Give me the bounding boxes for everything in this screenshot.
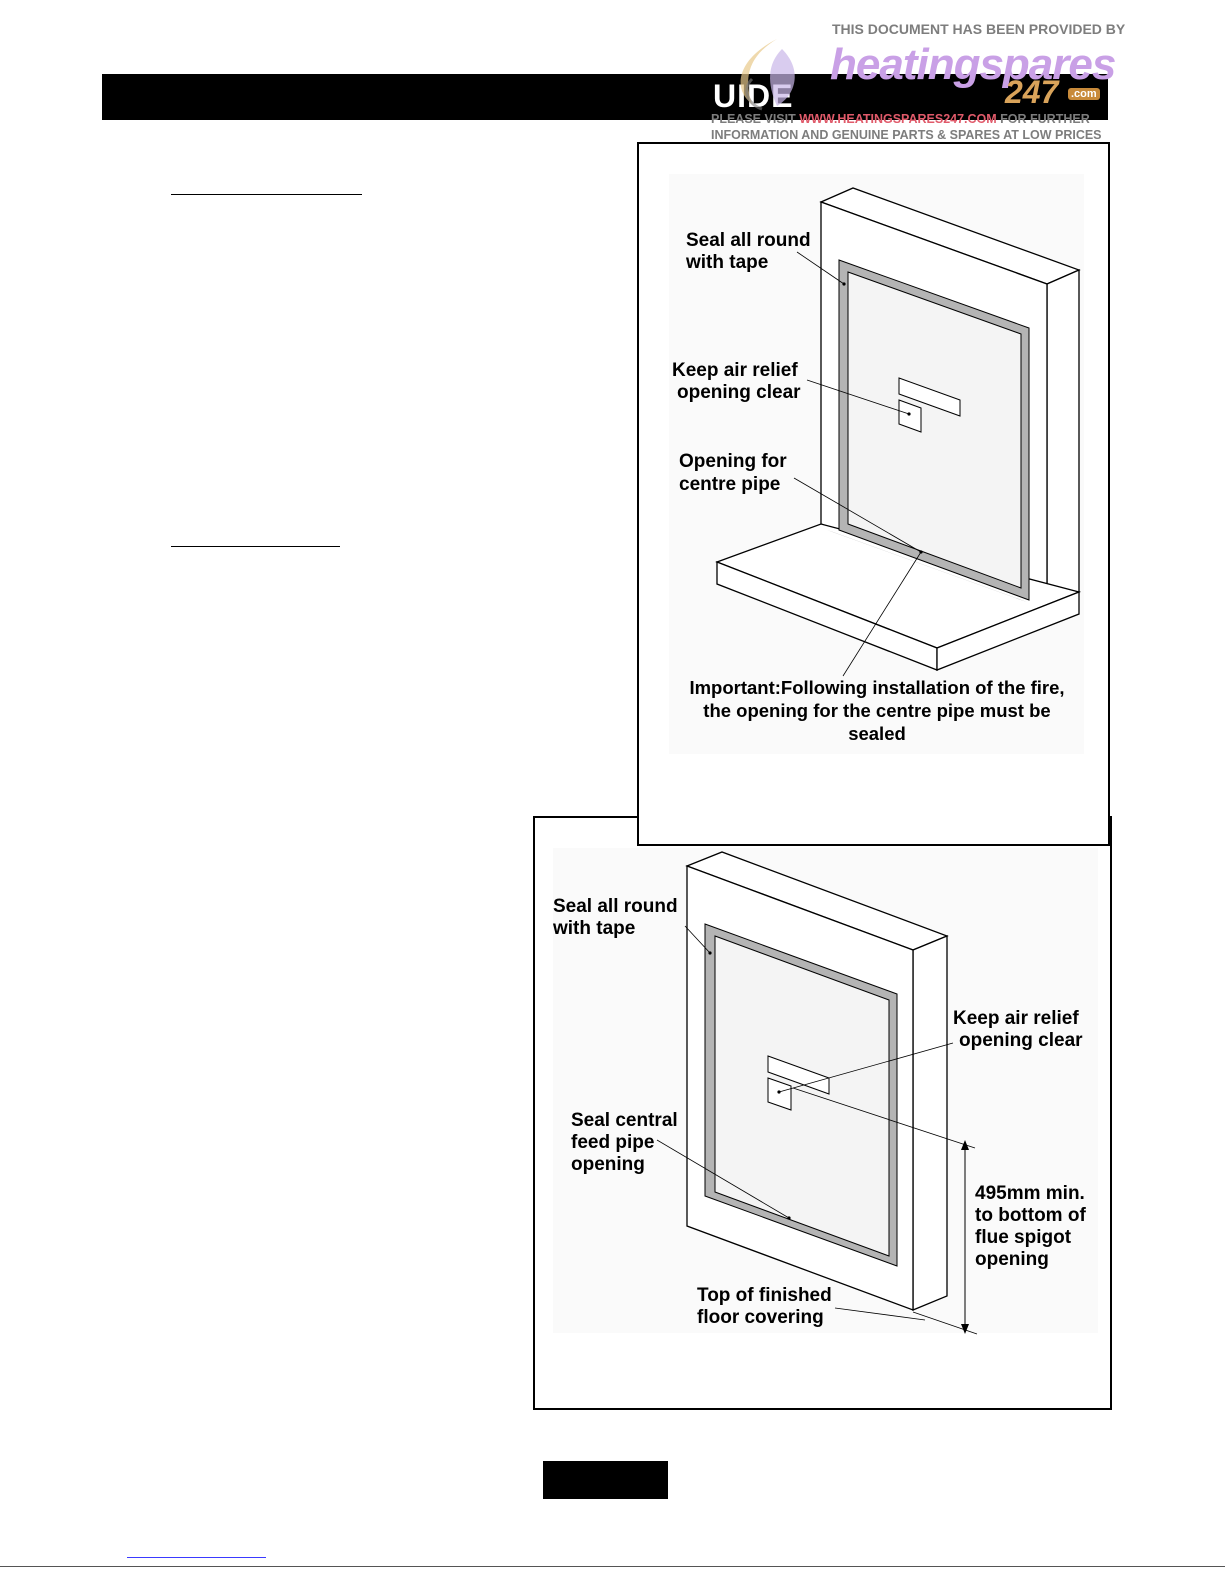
footer-rule [0, 1566, 1225, 1567]
opening-panel [714, 935, 890, 1257]
label-dimension-line4: opening [975, 1249, 1049, 1270]
label-seal-line2: with tape [685, 252, 768, 273]
label-air-line1: Keep air relief [672, 360, 798, 381]
footer-page-box [543, 1461, 668, 1499]
watermark-logo-number: 247 [1005, 74, 1059, 110]
air-relief-slot [767, 1055, 830, 1095]
hearth-side [936, 591, 1080, 671]
figure-freestanding-wall: Seal all round with tape Keep air relief… [533, 816, 1112, 1410]
watermark-visit-suffix: FOR FURTHER [996, 112, 1090, 126]
label-important-line1: Important:Following installation of the … [689, 677, 1064, 698]
watermark-info-line: INFORMATION AND GENUINE PARTS & SPARES A… [711, 128, 1102, 142]
wall-side-face [1046, 269, 1080, 607]
label-dimension-line3: flue spigot [975, 1227, 1072, 1248]
watermark-logo-suffix: .com [1068, 88, 1100, 100]
label-important-line3: sealed [848, 723, 906, 744]
label-seal-line2: with tape [552, 918, 635, 939]
flame-logo-icon [740, 39, 795, 111]
label-feed-line2: feed pipe [571, 1132, 654, 1153]
wall-side-face [912, 935, 948, 1311]
label-seal-line1: Seal all round [686, 230, 811, 251]
watermark-logo-text: heatingspares [830, 40, 1116, 89]
watermark-visit-url[interactable]: WWW.HEATINGSPARES247.COM [799, 112, 997, 126]
section-heading-underline [171, 194, 362, 195]
label-floor-line2: floor covering [697, 1307, 824, 1328]
figure-wall-with-hearth: Seal all round with tape Keep air relief… [637, 142, 1110, 846]
air-relief-slot [898, 377, 961, 417]
label-air-line1: Keep air relief [953, 1008, 1079, 1029]
air-relief-opening [767, 1077, 792, 1111]
header-bar [102, 74, 1108, 120]
footer-link-underline[interactable] [127, 1557, 266, 1558]
watermark-provided-by: THIS DOCUMENT HAS BEEN PROVIDED BY [832, 21, 1126, 37]
label-dimension-line2: to bottom of [975, 1205, 1086, 1226]
section-heading-underline [171, 546, 340, 547]
wall-diagram-bottom: Seal all round with tape Keep air relief… [552, 848, 1098, 1335]
label-floor-line1: Top of finished [697, 1285, 832, 1306]
label-air-line2: opening clear [677, 382, 801, 403]
opening-panel [847, 271, 1022, 589]
label-important-line2: the opening for the centre pipe must be [703, 700, 1050, 721]
pipe-opening-strip [827, 530, 1027, 602]
wall-diagram-top: Seal all round with tape Keep air relief… [669, 174, 1084, 754]
label-air-line2: opening clear [959, 1030, 1083, 1051]
watermark-visit-line: PLEASE VISIT WWW.HEATINGSPARES247.COM FO… [711, 112, 1090, 126]
label-opening-line1: Opening for [679, 451, 787, 472]
label-feed-line3: opening [571, 1154, 645, 1175]
air-relief-opening [898, 399, 922, 433]
label-feed-line1: Seal central [571, 1110, 678, 1131]
label-seal-line1: Seal all round [553, 896, 678, 917]
watermark-visit-prefix: PLEASE VISIT [711, 112, 800, 126]
label-opening-line2: centre pipe [679, 474, 780, 495]
label-dimension-line1: 495mm min. [975, 1183, 1085, 1204]
